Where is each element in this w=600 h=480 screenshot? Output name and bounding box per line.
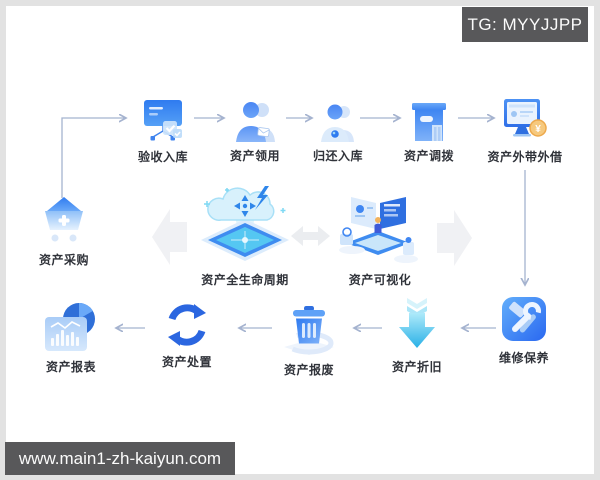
node-return: 归还入库 [293,103,383,164]
node-label: 资产全生命周期 [201,273,289,287]
site-watermark-badge: www.main1-zh-kaiyun.com [5,442,235,475]
block-arrow-right-icon [437,210,472,266]
node-label: 资产采购 [38,253,89,267]
node-procurement: 资产采购 [19,196,109,268]
svg-text:¥: ¥ [535,124,541,135]
tg-watermark-badge: TG: MYYJJPP [462,7,588,42]
monitor-coin-icon: ¥ [504,99,547,137]
node-disposal: 资产处置 [142,302,232,370]
wrench-hammer-icon [502,297,546,341]
node-label: 资产调拨 [403,149,454,163]
block-arrow-left-icon [152,209,187,265]
node-maintenance: 维修保养 [478,296,570,366]
warehouse-icon [412,103,446,141]
node-label: 维修保养 [498,351,549,365]
node-transfer: 资产调拨 [384,101,474,164]
node-acceptance: 验收入库 [118,99,208,165]
shopping-cart-icon [45,197,83,242]
node-label: 归还入库 [312,149,363,163]
down-arrow-icon [399,298,435,348]
node-depreciation: 资产折旧 [372,297,462,375]
inspection-board-icon [144,100,182,141]
node-label: 资产报废 [283,363,334,377]
node-label: 资产可视化 [348,273,412,287]
node-requisition: 资产领用 [210,100,300,164]
recycle-arrows-icon [168,304,206,346]
node-lending: ¥ 资产外带外借 [473,98,577,165]
node-scrap: 资产报废 [264,299,354,378]
person-icon [236,102,275,142]
person-return-icon [321,104,354,142]
node-label: 资产处置 [161,355,212,369]
node-label: 资产领用 [229,149,280,163]
node-lifecycle: 资产全生命周期 [186,186,304,288]
node-report: 资产报表 [26,300,116,375]
connector-procurement-to-acceptance [61,118,126,198]
node-label: 资产折旧 [391,360,442,374]
visualization-scene-icon [339,197,418,263]
block-arrow-double-icon [291,226,330,246]
cloud-platform-icon [201,186,289,261]
node-label: 资产报表 [45,360,96,374]
trash-can-icon [284,306,334,355]
node-label: 资产外带外借 [487,150,563,164]
node-label: 验收入库 [137,150,188,164]
report-chart-icon [45,303,95,351]
node-visualization: 资产可视化 [322,190,438,288]
